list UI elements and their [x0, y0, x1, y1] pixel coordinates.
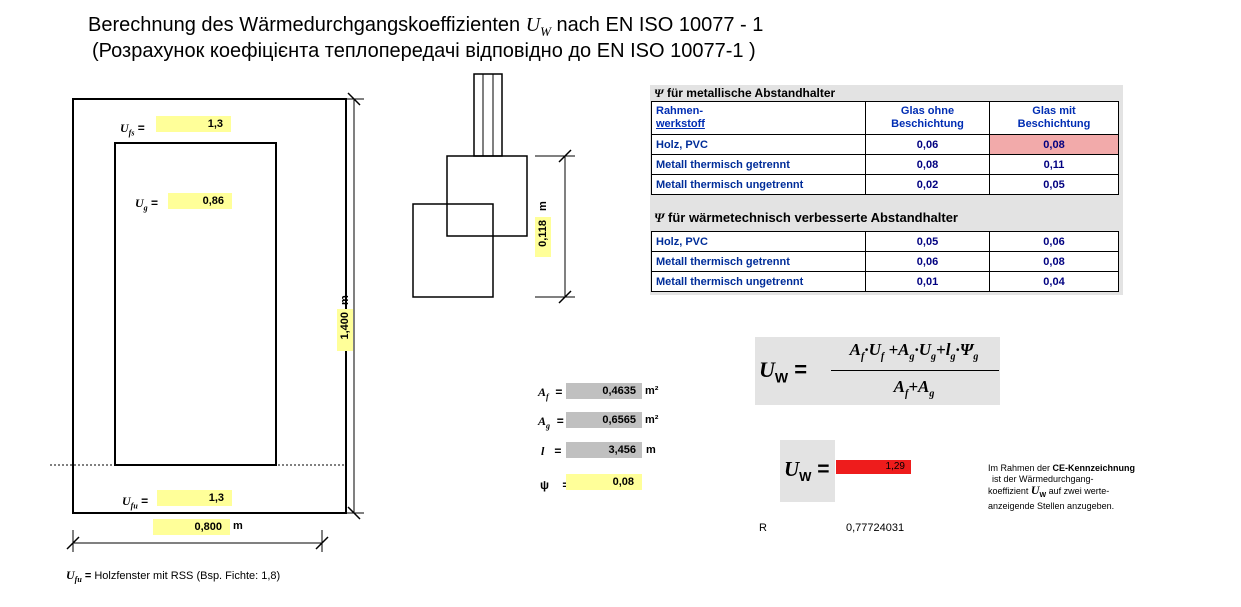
row-value-coated[interactable]: 0,05: [989, 174, 1119, 195]
formula-fraction-line: [831, 370, 999, 371]
psi-section1-title: Ψ für metallische Abstandhalter: [654, 86, 836, 100]
psi-col-header-coated: Glas mit Beschichtung: [989, 101, 1119, 135]
psi-label: ψ =: [540, 478, 569, 492]
psi-table-improved: Holz, PVC 0,05 0,06 Metall thermisch get…: [651, 231, 1119, 292]
row-value-uncoated[interactable]: 0,08: [865, 154, 990, 175]
row-value-uncoated[interactable]: 0,06: [865, 251, 990, 272]
psi-section2-title: Ψ für wärmetechnisch verbesserte Abstand…: [654, 210, 958, 225]
row-name: Metall thermisch getrennt: [651, 251, 866, 272]
ufs-label: Ufs =: [120, 121, 145, 138]
detail-dim-unit: m: [537, 201, 549, 211]
footnote: Ufu = Holzfenster mit RSS (Bsp. Fichte: …: [66, 568, 281, 585]
formula-lhs: UW =: [759, 357, 808, 386]
l-value[interactable]: 3,456: [566, 442, 642, 458]
uw-result-label: UW =: [784, 457, 830, 485]
ufu-label: Ufu =: [122, 494, 149, 511]
l-unit: m: [646, 444, 656, 456]
table-row: Metall thermisch ungetrennt 0,01 0,04: [651, 271, 1119, 292]
row-value-coated[interactable]: 0,11: [989, 154, 1119, 175]
psi-table-metallic: Rahmen- werkstoff Glas ohne Beschichtung…: [651, 101, 1119, 195]
row-name: Metall thermisch ungetrennt: [651, 174, 866, 195]
psi-value[interactable]: 0,08: [566, 474, 642, 490]
page-title: Berechnung des Wärmedurchgangskoeffizien…: [88, 14, 764, 39]
table-row: Holz, PVC 0,05 0,06: [651, 231, 1119, 252]
r-label: R: [759, 522, 767, 534]
uw-symbol: UW: [525, 14, 551, 39]
uw-result-box: [780, 440, 835, 502]
formula-numerator: Af·Uf +Ag·Ug+lg·Ψg: [849, 340, 979, 363]
af-value[interactable]: 0,4635: [566, 383, 642, 399]
ufu-value[interactable]: 1,3: [157, 490, 232, 506]
psi-col-header-uncoated: Glas ohne Beschichtung: [865, 101, 990, 135]
row-name: Metall thermisch ungetrennt: [651, 271, 866, 292]
height-unit: m: [339, 295, 351, 305]
page-subtitle: (Розрахунок коефіцієнта теплопередачі ві…: [92, 40, 756, 62]
ce-note: Im Rahmen der CE-Kennzeichnung ist der W…: [988, 463, 1136, 511]
row-name: Holz, PVC: [651, 134, 866, 155]
af-label: Af =: [538, 385, 563, 402]
table-row: Metall thermisch ungetrennt 0,02 0,05: [651, 174, 1119, 195]
l-label: l =: [541, 444, 562, 458]
ag-unit: m²: [645, 414, 659, 426]
psi-col-header-material: Rahmen- werkstoff: [651, 101, 866, 135]
ug-label: Ug =: [135, 196, 159, 213]
ug-value[interactable]: 0,86: [168, 193, 232, 209]
table-row: Holz, PVC 0,06 0,08: [651, 134, 1119, 155]
height-dimension: 1,400 m: [320, 289, 370, 351]
row-value-uncoated[interactable]: 0,05: [865, 231, 990, 252]
formula-denominator: Af+Ag: [893, 377, 935, 400]
row-value-uncoated[interactable]: 0,01: [865, 271, 990, 292]
row-value-uncoated[interactable]: 0,02: [865, 174, 990, 195]
ag-label: Ag =: [538, 414, 564, 431]
af-unit: m²: [645, 385, 659, 397]
uw-result-value[interactable]: 1,29: [836, 460, 911, 474]
table-row: Metall thermisch getrennt 0,06 0,08: [651, 251, 1119, 272]
width-value[interactable]: 0,800: [153, 519, 230, 535]
row-value-coated-selected[interactable]: 0,08: [989, 134, 1119, 155]
r-value: 0,77724031: [846, 522, 905, 534]
uw-formula: UW = Af·Uf +Ag·Ug+lg·Ψg Af+Ag: [755, 337, 1000, 405]
row-value-uncoated[interactable]: 0,06: [865, 134, 990, 155]
psi-table-panel: Ψ für metallische Abstandhalter Rahmen- …: [650, 85, 1123, 295]
height-value[interactable]: 1,400: [337, 309, 353, 351]
row-name: Holz, PVC: [651, 231, 866, 252]
width-unit: m: [233, 520, 243, 532]
ufs-value[interactable]: 1,3: [156, 116, 231, 132]
detail-dim-value[interactable]: 0,118: [535, 217, 551, 257]
detail-dimension: 0,118 m: [520, 196, 570, 257]
footnote-text: Holzfenster mit RSS (Bsp. Fichte: 1,8): [94, 570, 281, 582]
row-value-coated[interactable]: 0,08: [989, 251, 1119, 272]
row-name: Metall thermisch getrennt: [651, 154, 866, 175]
table-row: Metall thermisch getrennt 0,08 0,11: [651, 154, 1119, 175]
row-value-coated[interactable]: 0,06: [989, 231, 1119, 252]
row-value-coated[interactable]: 0,04: [989, 271, 1119, 292]
ag-value[interactable]: 0,6565: [566, 412, 642, 428]
window-drawing: [50, 73, 575, 552]
